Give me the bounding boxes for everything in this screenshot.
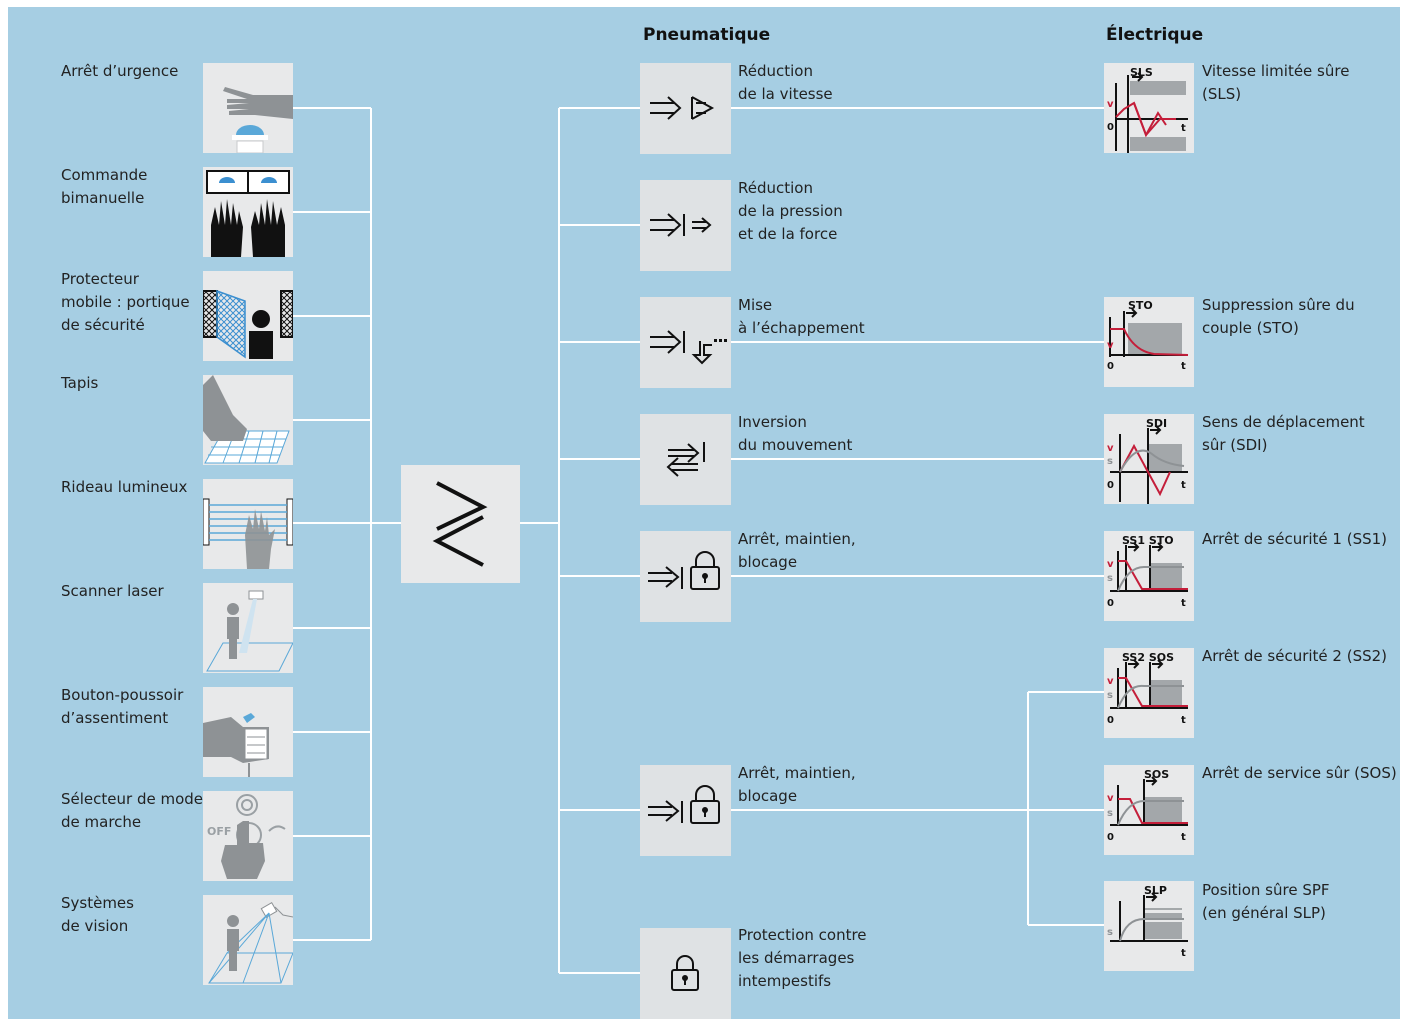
sto-axis-0: 0 [1107, 361, 1114, 372]
ss1-axis-t: t [1181, 598, 1186, 609]
motion-reversal-icon [640, 414, 731, 505]
ss1-axis-s: s [1107, 573, 1113, 584]
input-label-safety-gate: Protecteur mobile : portique de sécurité [61, 270, 190, 334]
pneumatic-header: Pneumatique [643, 25, 771, 45]
pressure-reduction-icon [640, 180, 731, 271]
sdi-axis-0: 0 [1107, 480, 1114, 491]
ss1-function-icon: SS1 STO v s 0 t [1104, 531, 1194, 621]
sdi-axis-t: t [1181, 480, 1186, 491]
electric-label-sos: Arrêt de service sûr (SOS) [1202, 764, 1397, 782]
pneumatic-label-stop-hold-lock-2: Arrêt, maintien, blocage [738, 764, 856, 805]
vision-system-icon [203, 895, 293, 985]
speed-reduction-icon [640, 63, 731, 154]
sto-function-icon: STO v 0 t [1104, 297, 1194, 387]
sls-tag: SLS [1130, 66, 1153, 79]
laser-scanner-icon [203, 583, 293, 673]
sls-axis-0: 0 [1107, 122, 1114, 133]
safety-mat-icon [203, 375, 293, 465]
lock-icon [640, 928, 731, 1019]
svg-text:OFF: OFF [207, 825, 231, 838]
sls-axis-t: t [1181, 123, 1186, 134]
sos-axis-s: s [1107, 808, 1113, 819]
safety-controller-icon [401, 465, 520, 583]
input-label-two-hand-control: Commande bimanuelle [61, 166, 148, 207]
slp-function-icon: SLP s t [1104, 881, 1194, 971]
input-label-laser-scanner: Scanner laser [61, 582, 164, 600]
emergency-stop-icon [203, 63, 293, 153]
electric-label-sls: Vitesse limitée sûre (SLS) [1202, 62, 1350, 103]
electric-label-sdi: Sens de déplacement sûr (SDI) [1202, 413, 1365, 454]
sto-tag: STO [1128, 299, 1153, 312]
ss2-axis-t: t [1181, 715, 1186, 726]
electric-label-ss1: Arrêt de sécurité 1 (SS1) [1202, 530, 1388, 548]
slp-axis-s: s [1107, 927, 1113, 938]
sos-axis-0: 0 [1107, 832, 1114, 843]
light-curtain-icon [203, 479, 293, 569]
ss2-axis-0: 0 [1107, 715, 1114, 726]
ss1-tag: SS1 STO [1122, 534, 1174, 547]
exhaust-icon [640, 297, 731, 388]
sos-axis-t: t [1181, 832, 1186, 843]
input-label-enabling-button: Bouton-poussoir d’assentiment [61, 686, 184, 727]
input-label-emergency-stop: Arrêt d’urgence [61, 62, 179, 80]
ss2-axis-s: s [1107, 690, 1113, 701]
safety-gate-icon [203, 271, 293, 361]
ss2-axis-v: v [1107, 676, 1114, 687]
sos-function-icon: SOS v s 0 t [1104, 765, 1194, 855]
electric-label-sto: Suppression sûre du couple (STO) [1202, 296, 1355, 337]
stop-hold-lock-icon [640, 531, 731, 622]
input-label-safety-mat: Tapis [61, 374, 99, 392]
sdi-axis-v: v [1107, 443, 1114, 454]
electric-label-slp: Position sûre SPF (en général SLP) [1202, 881, 1330, 922]
electric-label-ss2: Arrêt de sécurité 2 (SS2) [1202, 647, 1388, 665]
sto-axis-v: v [1107, 340, 1114, 351]
ss2-function-icon: SS2 SOS v s 0 t [1104, 648, 1194, 738]
sdi-axis-s: s [1107, 456, 1113, 467]
sls-function-icon: SLS v 0 t [1104, 63, 1194, 153]
pneumatic-label-restart-protection: Protection contre les démarrages intempe… [738, 926, 867, 990]
sdi-tag: SDI [1146, 417, 1167, 430]
sdi-function-icon: SDI v s 0 t [1104, 414, 1194, 504]
input-label-mode-selector: Sélecteur de mode de marche [61, 790, 204, 831]
two-hand-control-icon [203, 167, 293, 257]
enabling-button-icon [203, 687, 293, 777]
stop-hold-lock-icon [640, 765, 731, 856]
pneumatic-label-motion-reversal: Inversion du mouvement [738, 413, 853, 454]
pneumatic-label-stop-hold-lock-1: Arrêt, maintien, blocage [738, 530, 856, 571]
slp-axis-t: t [1181, 948, 1186, 959]
input-label-light-curtain: Rideau lumineux [61, 478, 188, 496]
input-label-vision-system: Systèmes de vision [61, 894, 134, 935]
pneumatic-label-speed-reduction: Réduction de la vitesse [738, 62, 833, 103]
sls-axis-v: v [1107, 99, 1114, 110]
pneumatic-label-pressure-reduction: Réduction de la pression et de la force [738, 179, 843, 243]
electric-header: Électrique [1106, 25, 1204, 45]
pneumatic-label-exhaust: Mise à l’échappement [738, 296, 865, 337]
mode-selector-icon: OFF [203, 791, 293, 881]
sos-axis-v: v [1107, 793, 1114, 804]
ss1-axis-v: v [1107, 559, 1114, 570]
sto-axis-t: t [1181, 361, 1186, 372]
slp-tag: SLP [1144, 884, 1167, 897]
ss1-axis-0: 0 [1107, 598, 1114, 609]
ss2-tag: SS2 SOS [1122, 651, 1174, 664]
sos-tag: SOS [1144, 768, 1169, 781]
